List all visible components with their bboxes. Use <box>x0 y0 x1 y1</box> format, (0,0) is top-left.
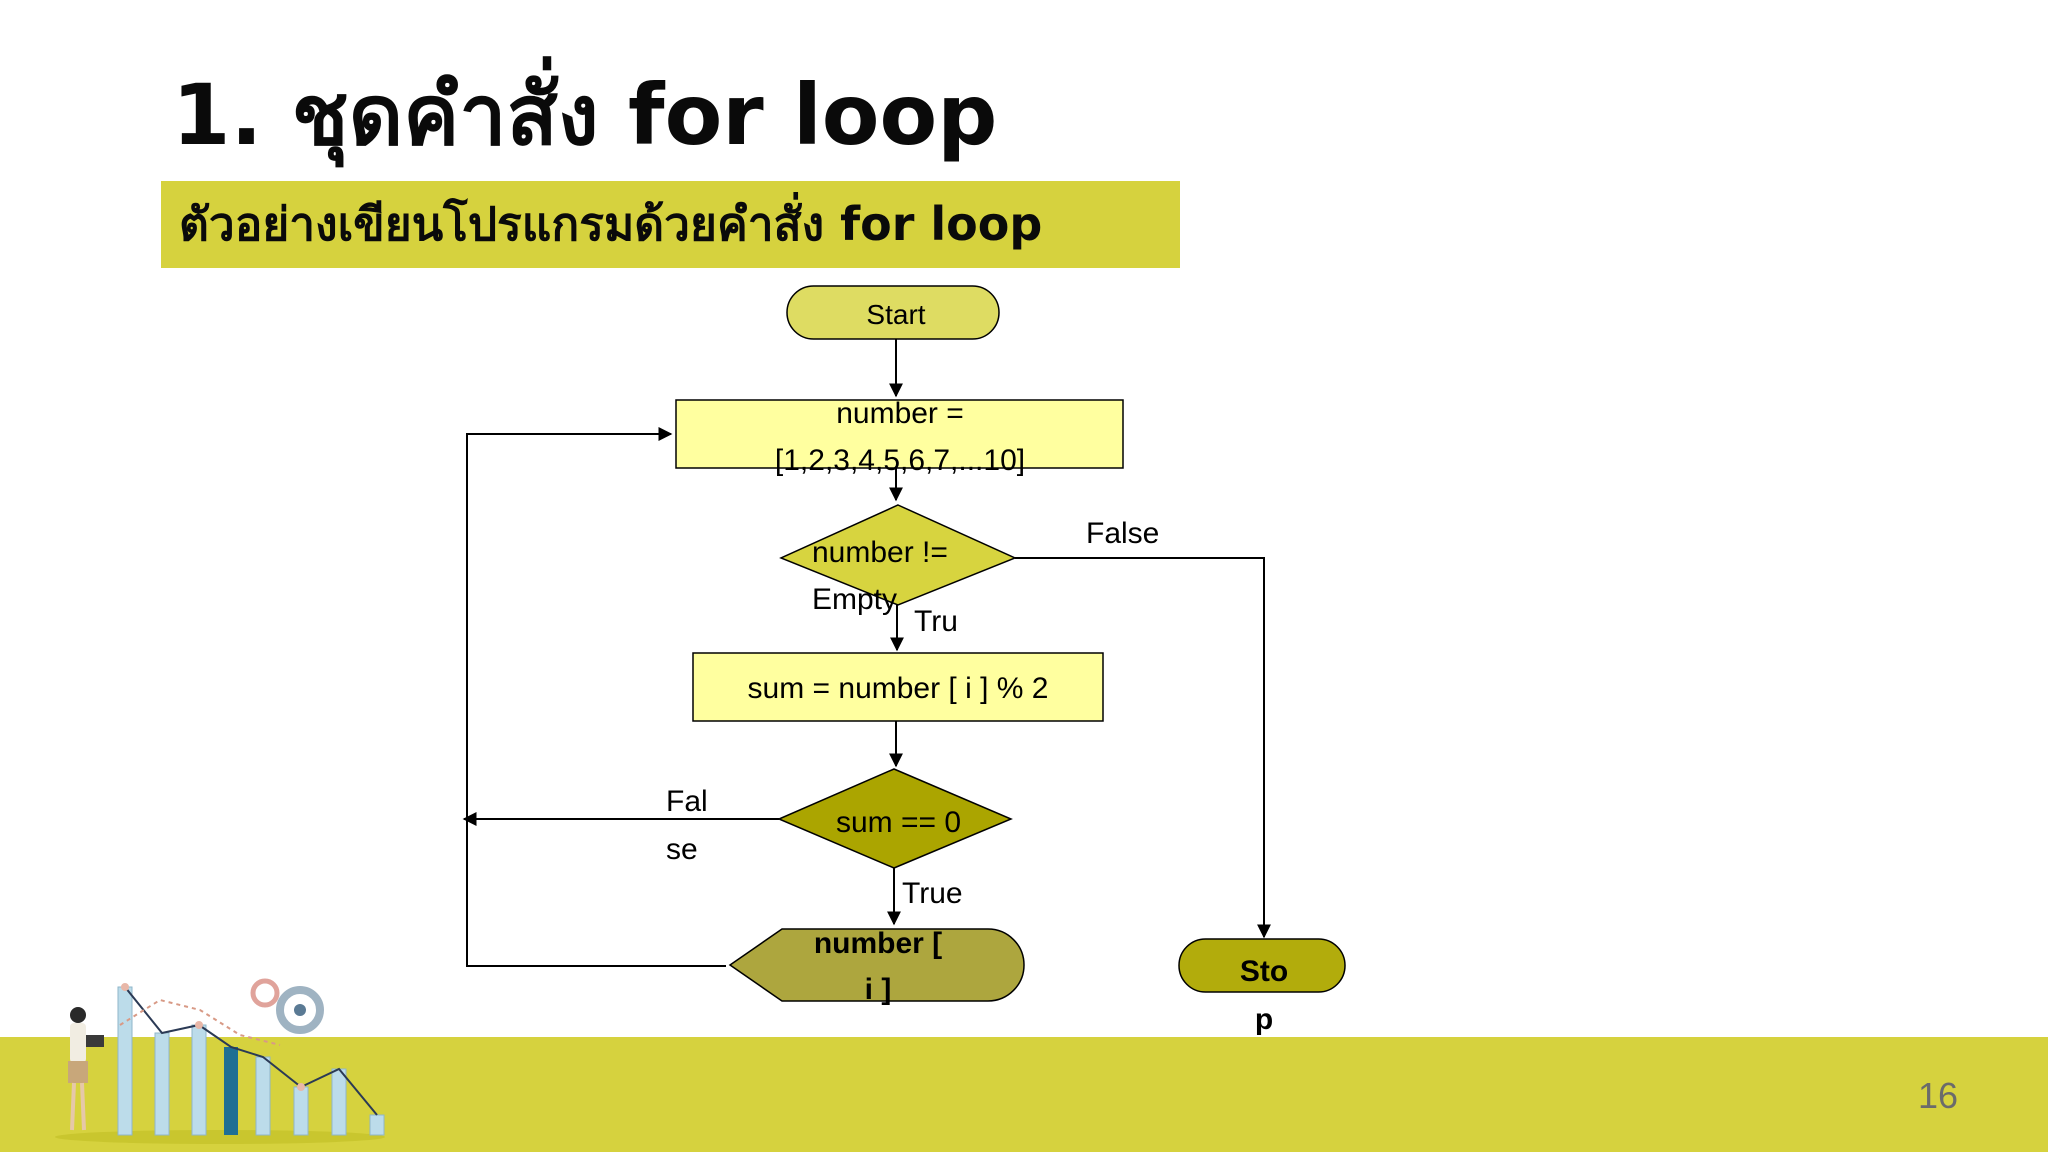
process-box <box>692 652 1104 722</box>
init-label-line2: [1,2,3,4,5,6,7,...10] <box>775 444 1025 477</box>
display-number-shape <box>728 928 1025 1002</box>
cond1-label-line1: number != <box>812 536 948 569</box>
stop-label-line1: Sto <box>1240 955 1288 988</box>
cond1-label-line2: Empty <box>812 583 897 616</box>
stop-terminal <box>1178 938 1346 993</box>
start-terminal <box>786 285 1000 340</box>
connector-cond1-false-stop <box>1015 557 1271 939</box>
page-number: 16 <box>1917 1075 1958 1116</box>
start-label: Start <box>866 299 925 330</box>
cond2-false-label-line1: Fal <box>666 785 708 818</box>
subtitle-text: ตัวอย่างเขียนโปรแกรมด้วยคำสั่ง for loop <box>179 197 1043 251</box>
slide-title: 1. ชุดคำสั่ง for loop <box>172 66 998 164</box>
cond2-true-label: True <box>902 877 963 910</box>
cond2-false-label-line2: se <box>666 833 698 866</box>
subtitle-band: ตัวอย่างเขียนโปรแกรมด้วยคำสั่ง for loop <box>161 181 1180 268</box>
cond2-label: sum == 0 <box>836 806 961 839</box>
display-label-line1: number [ <box>814 927 942 960</box>
process-label: sum = number [ i ] % 2 <box>748 672 1049 705</box>
business-illustration-icon <box>55 978 385 1144</box>
init-label-line1: number = <box>836 397 964 430</box>
cond1-false-label: False <box>1086 517 1159 550</box>
stop-label-line2: p <box>1255 1003 1273 1036</box>
connector-loop-back <box>466 427 726 967</box>
init-process-box <box>675 399 1124 469</box>
display-label-line2: i ] <box>865 973 892 1006</box>
decision-number-not-empty <box>779 504 1017 606</box>
decision-sum-equals-zero <box>777 768 1013 869</box>
cond1-true-label-line1: Tru <box>914 605 958 638</box>
